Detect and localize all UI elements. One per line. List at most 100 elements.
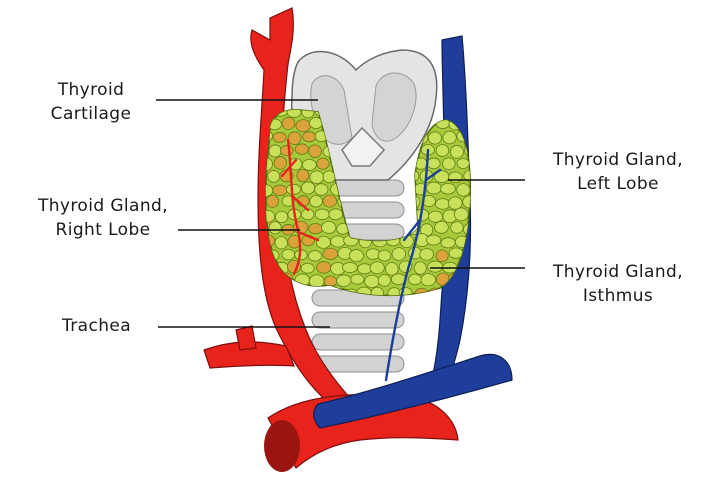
gland-cell bbox=[419, 248, 435, 261]
gland-cell bbox=[413, 261, 427, 275]
gland-cell bbox=[365, 248, 381, 260]
gland-cell bbox=[287, 131, 302, 146]
gland-cell bbox=[302, 131, 317, 143]
leader-lines bbox=[156, 99, 525, 328]
gland-cell bbox=[428, 210, 443, 223]
gland-cell bbox=[391, 247, 406, 261]
gland-cell bbox=[330, 235, 346, 248]
label-thyroid-cartilage: Thyroid Cartilage bbox=[36, 78, 146, 126]
gland-cell bbox=[316, 157, 330, 170]
label-left-lobe-line1: Thyroid Gland, bbox=[552, 150, 684, 170]
gland-cell bbox=[323, 275, 338, 287]
gland-cell bbox=[268, 144, 282, 158]
gland-cell bbox=[322, 247, 339, 260]
gland-vessel bbox=[384, 148, 430, 382]
label-left-lobe: Thyroid Gland, Left Lobe bbox=[528, 148, 708, 196]
gland-cell bbox=[408, 273, 422, 286]
gland-cell bbox=[279, 145, 294, 157]
gland-cell bbox=[308, 223, 324, 235]
gland-cell bbox=[448, 171, 463, 183]
gland-cell bbox=[265, 209, 276, 223]
gland-cell bbox=[449, 145, 464, 159]
gland-cell bbox=[342, 262, 358, 273]
gland-cell bbox=[426, 234, 442, 246]
label-isthmus-line1: Thyroid Gland, bbox=[552, 262, 684, 282]
gland-cell bbox=[308, 144, 322, 158]
label-right-lobe: Thyroid Gland, Right Lobe bbox=[14, 194, 192, 242]
gland-cell bbox=[286, 183, 302, 195]
gland-cell bbox=[456, 183, 471, 197]
label-right-lobe-line2: Right Lobe bbox=[55, 220, 151, 240]
gland-cell bbox=[272, 132, 287, 143]
label-left-lobe-line2: Left Lobe bbox=[577, 174, 659, 194]
trachea-ring bbox=[311, 333, 405, 351]
gland-cell bbox=[265, 157, 273, 172]
gland-vessel bbox=[280, 158, 320, 242]
gland-cell bbox=[456, 158, 470, 169]
gland-cell bbox=[357, 263, 372, 275]
gland-cell bbox=[301, 109, 315, 119]
label-isthmus-line2: Isthmus bbox=[582, 286, 654, 306]
gland-cell bbox=[274, 236, 288, 250]
gland-cell bbox=[377, 274, 392, 287]
gland-vessel bbox=[402, 168, 442, 242]
gland-cell bbox=[435, 144, 450, 157]
gland-cell bbox=[377, 249, 392, 262]
gland-cell bbox=[448, 196, 463, 210]
gland-cell bbox=[322, 170, 336, 184]
gland-cell bbox=[294, 143, 309, 155]
gland-cell bbox=[309, 170, 325, 185]
gland-cell bbox=[322, 194, 337, 208]
gland-cell bbox=[448, 247, 464, 259]
gland-cell bbox=[426, 157, 441, 170]
gland-cell bbox=[315, 235, 331, 249]
gland-cell bbox=[440, 182, 456, 195]
gland-cell bbox=[450, 221, 464, 234]
gland-cell bbox=[321, 220, 337, 234]
gland-cell bbox=[296, 168, 310, 183]
label-trachea-text: Trachea bbox=[62, 316, 132, 336]
label-trachea: Trachea bbox=[62, 314, 162, 338]
gland-cell bbox=[272, 184, 288, 197]
gland-cell bbox=[266, 194, 279, 208]
gland-cell bbox=[440, 237, 456, 249]
gland-cell bbox=[463, 169, 471, 182]
label-thyroid-cartilage-line1: Thyroid bbox=[57, 80, 125, 100]
gland-cell bbox=[281, 248, 296, 261]
gland-cell bbox=[406, 194, 421, 209]
label-thyroid-cartilage-line2: Cartilage bbox=[50, 104, 132, 124]
gland-cell bbox=[453, 207, 469, 222]
gland-cell bbox=[427, 260, 444, 273]
gland-cell bbox=[300, 262, 315, 274]
gland-cell bbox=[434, 220, 449, 234]
gland-cell bbox=[267, 170, 281, 183]
gland-cell bbox=[348, 249, 364, 263]
gland-cell bbox=[442, 157, 456, 170]
gland-cell bbox=[420, 273, 436, 287]
gland-cell bbox=[336, 274, 352, 287]
gland-cell bbox=[426, 181, 442, 195]
gland-cell bbox=[442, 130, 457, 145]
gland-cell bbox=[295, 119, 311, 133]
gland-cell bbox=[301, 181, 316, 195]
gland-cell bbox=[385, 262, 399, 276]
gland-cell bbox=[314, 208, 330, 220]
gland-cell bbox=[307, 250, 323, 262]
gland-cell bbox=[364, 274, 380, 289]
gland-cell bbox=[435, 249, 449, 263]
gland-cell bbox=[316, 261, 332, 274]
gland-cell bbox=[281, 116, 296, 130]
gland-cell bbox=[370, 286, 384, 296]
gland-cell bbox=[369, 261, 385, 275]
gland-cell bbox=[350, 273, 365, 285]
gland-cell bbox=[302, 158, 317, 171]
trachea-ring bbox=[311, 311, 405, 329]
gland-cell bbox=[328, 208, 343, 221]
gland-cell bbox=[309, 195, 323, 208]
gland-cell bbox=[273, 156, 287, 170]
gland-cell bbox=[435, 198, 451, 210]
label-right-lobe-line1: Thyroid Gland, bbox=[37, 196, 169, 216]
gland-cell bbox=[268, 221, 282, 235]
